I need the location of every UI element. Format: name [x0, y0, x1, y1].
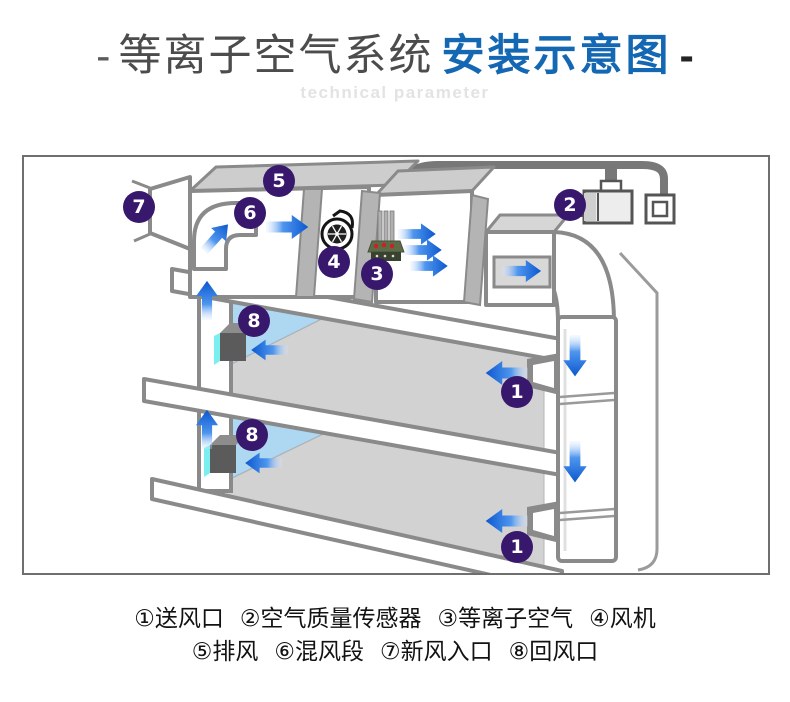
legend-item-mixing-section: ⑥混风段	[274, 638, 364, 664]
page-title: - 等离子空气系统 安装示意图 -	[0, 30, 790, 82]
title-subtitle: technical parameter	[300, 83, 490, 102]
building-wall-outline	[618, 251, 659, 572]
legend-item-return-grille: ⑧回风口	[508, 638, 599, 664]
supply-riser-duct	[556, 315, 618, 563]
page-header: - 等离子空气系统 安装示意图 - technical parameter	[0, 30, 790, 103]
legend-item-plasma: ③等离子空气	[437, 605, 574, 631]
section-divider-3	[462, 193, 490, 307]
installation-diagram	[131, 159, 676, 573]
legend-item-air-quality-sensor: ②空气质量传感器	[239, 605, 422, 631]
callout-return-grille-b: 8	[236, 419, 268, 451]
supply-outlet-lower	[527, 501, 560, 543]
callout-mixing-section: 6	[234, 197, 266, 229]
legend-item-exhaust: ⑤排风	[191, 638, 259, 664]
title-dash-right: -	[679, 32, 694, 80]
callout-supply-outlet-a: 1	[501, 376, 533, 408]
connector-top-face	[484, 213, 570, 234]
callout-exhaust: 5	[263, 165, 295, 197]
legend-row-2: ⑤排风 ⑥混风段 ⑦新风入口 ⑧回风口	[0, 635, 790, 668]
title-system-name: 等离子空气系统	[118, 32, 434, 80]
centrifugal-fan-icon	[320, 209, 354, 251]
title-highlight: 安装示意图	[441, 32, 672, 80]
legend-row-1: ①送风口 ②空气质量传感器 ③等离子空气 ④风机	[0, 602, 790, 635]
callout-return-grille-a: 8	[238, 305, 270, 337]
legend: ①送风口 ②空气质量传感器 ③等离子空气 ④风机 ⑤排风 ⑥混风段 ⑦新风入口 …	[0, 602, 790, 668]
floor-beam-bottom	[150, 477, 564, 573]
callout-supply-outlet-b: 1	[501, 531, 533, 563]
section-divider-1	[294, 188, 324, 298]
legend-item-fan: ④风机	[589, 605, 656, 631]
legend-item-fresh-air-inlet: ⑦新风入口	[380, 638, 493, 664]
callout-fan: 4	[318, 246, 350, 278]
duct-flanges	[559, 391, 615, 522]
callout-plasma: 3	[361, 258, 393, 290]
title-dash-left: -	[96, 32, 111, 80]
supply-outlet-upper	[527, 353, 560, 395]
diagram-frame: 1 1 2 3 4 5 6 7 8 8	[22, 155, 770, 575]
legend-item-supply-outlet: ①送风口	[134, 605, 224, 631]
callout-air-quality-sensor: 2	[554, 189, 586, 221]
callout-fresh-air-inlet: 7	[123, 191, 155, 223]
